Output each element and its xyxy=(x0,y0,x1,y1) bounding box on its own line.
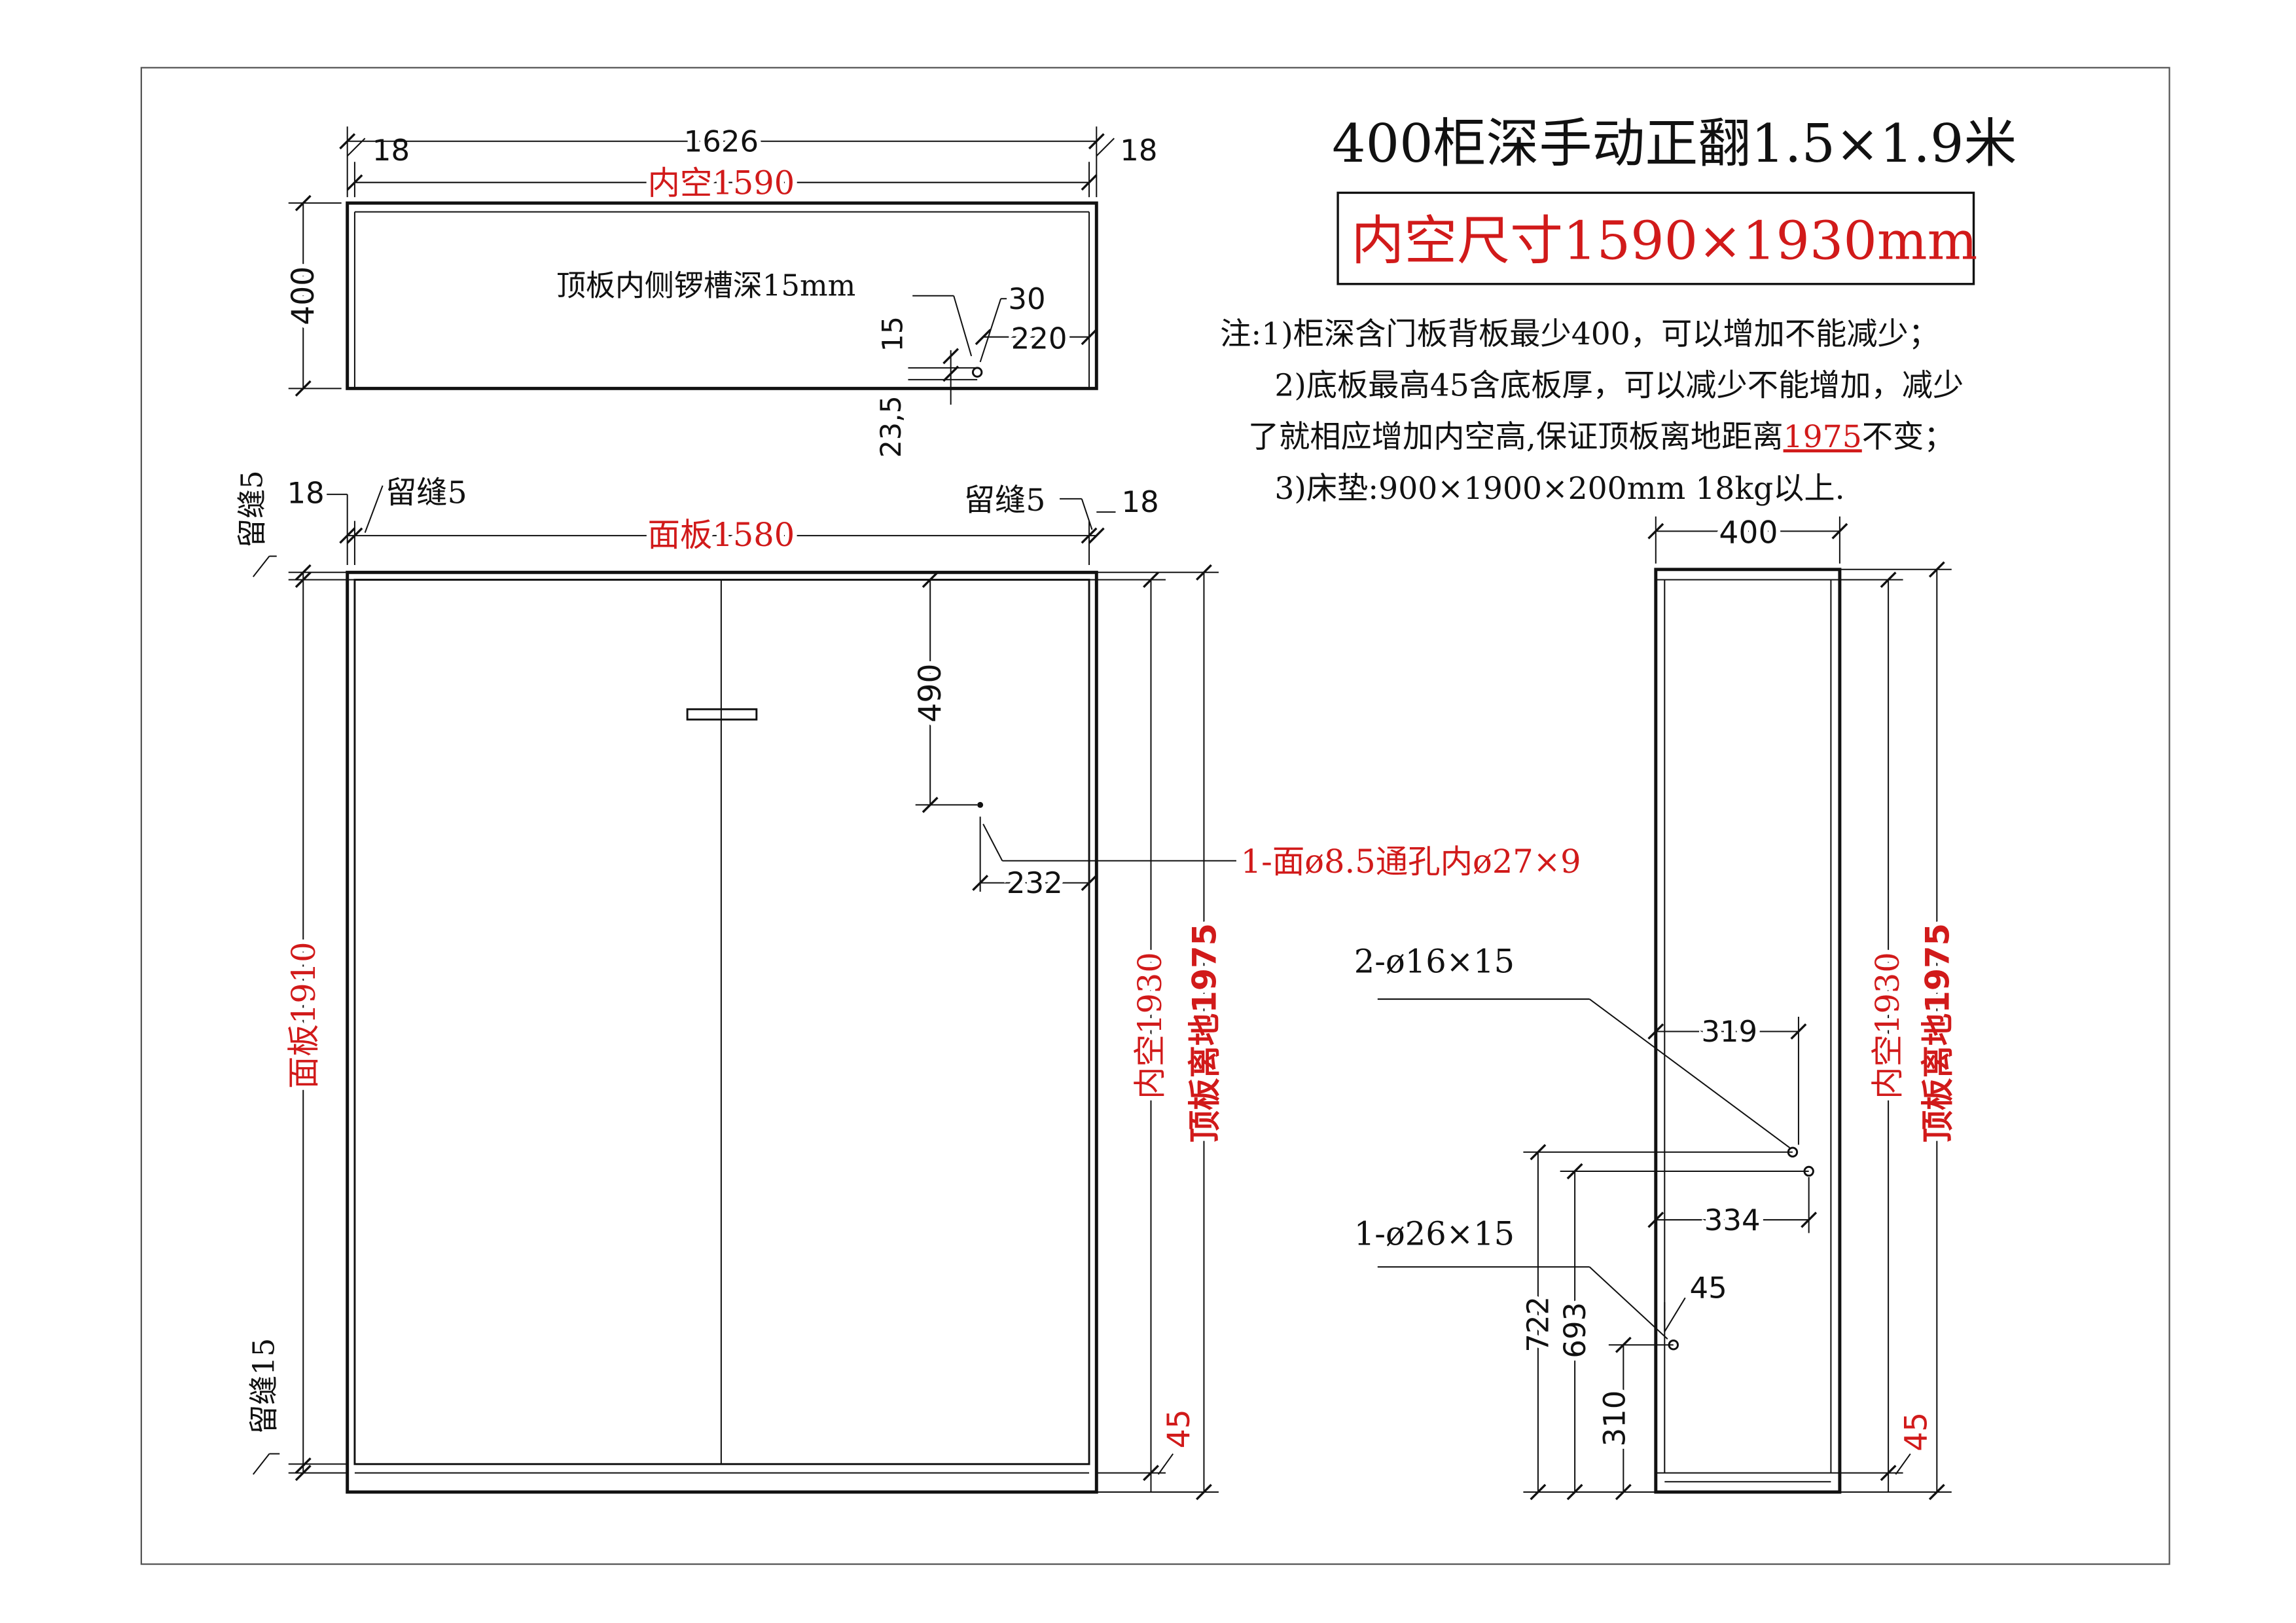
side-base-height: 45 xyxy=(1899,1412,1935,1451)
side-dim-693: 693 xyxy=(1558,1302,1592,1359)
side-dim-334: 334 xyxy=(1704,1203,1761,1237)
top-total-width: 1626 xyxy=(684,124,759,159)
door-handle xyxy=(686,708,758,721)
side-depth: 400 xyxy=(1719,515,1778,551)
note-line-3: 了就相应增加内空高,保证顶板离地距离1975不变； xyxy=(1248,419,1955,455)
front-right-thickness: 18 xyxy=(1122,484,1159,519)
top-dim-220: 220 xyxy=(1011,321,1067,356)
front-left-gap: 留缝5 xyxy=(386,475,467,511)
inner-size-label: 内空尺寸1590×1930mm xyxy=(1351,211,1977,272)
groove-note: 顶板内侧锣槽深15mm xyxy=(556,268,855,303)
front-hole-note: 1-面ø8.5通孔内ø27×9 xyxy=(1241,843,1581,881)
note-line-2: 2)底板最高45含底板厚，可以减少不能增加，减少 xyxy=(1274,368,1964,404)
side-top-to-floor: 顶板离地1975 xyxy=(1918,923,1956,1142)
top-dim-30: 30 xyxy=(1008,282,1045,316)
top-inner-width: 内空1590 xyxy=(647,164,795,202)
drawing-title: 400柜深手动正翻1.5×1.9米 xyxy=(1332,113,2017,175)
side-dim-319: 319 xyxy=(1701,1014,1757,1049)
front-panel-height: 面板1910 xyxy=(285,941,323,1089)
side-dim-45: 45 xyxy=(1690,1270,1727,1305)
front-hole xyxy=(977,801,984,808)
front-panel-width: 面板1580 xyxy=(647,516,795,554)
inner-size-frame xyxy=(1336,191,1975,285)
groove-hole xyxy=(971,367,983,378)
front-view: 18 留缝5 留缝5 18 面板1580 留缝5 面板1910 xyxy=(234,470,1581,1501)
front-dim-232: 232 xyxy=(1007,866,1063,900)
top-left-thickness: 18 xyxy=(372,133,410,168)
front-inner-height: 内空1930 xyxy=(1131,952,1169,1099)
top-depth: 400 xyxy=(285,266,321,325)
front-left-thickness: 18 xyxy=(287,476,325,511)
sheet-border xyxy=(140,67,2170,1565)
note-line-4: 3)床垫:900×1900×200mm 18kg以上. xyxy=(1274,471,1844,507)
side-view: 400 2-ø16×15 319 334 1-ø26×15 45 72 xyxy=(1354,511,1961,1501)
side-inner-height: 内空1930 xyxy=(1869,952,1907,1099)
top-dim-15: 15 xyxy=(876,316,909,352)
front-bottom-gap: 留缝15 xyxy=(246,1338,281,1434)
top-view-outline xyxy=(346,201,1098,390)
front-top-gap: 留缝5 xyxy=(234,470,269,547)
side-hole-note-b: 1-ø26×15 xyxy=(1354,1214,1515,1252)
top-dim-23-5: 23,5 xyxy=(875,395,908,458)
front-top-to-floor: 顶板离地1975 xyxy=(1185,923,1223,1142)
top-right-thickness: 18 xyxy=(1120,133,1157,168)
front-cabinet-outline xyxy=(346,570,1098,1494)
note-line-1: 注:1)柜深含门板背板最少400，可以增加不能减少； xyxy=(1220,316,1939,352)
side-dim-310: 310 xyxy=(1598,1391,1632,1447)
front-door-panel xyxy=(353,579,1090,1465)
front-dim-490: 490 xyxy=(912,664,948,723)
front-right-gap: 留缝5 xyxy=(964,483,1045,519)
top-view: 1626 18 18 内空1590 400 顶板内侧锣槽深15mm 30 220 xyxy=(281,120,1157,458)
front-base-height: 45 xyxy=(1161,1409,1197,1448)
side-dim-722: 722 xyxy=(1521,1296,1556,1353)
side-hole-note-a: 2-ø16×15 xyxy=(1354,943,1515,981)
